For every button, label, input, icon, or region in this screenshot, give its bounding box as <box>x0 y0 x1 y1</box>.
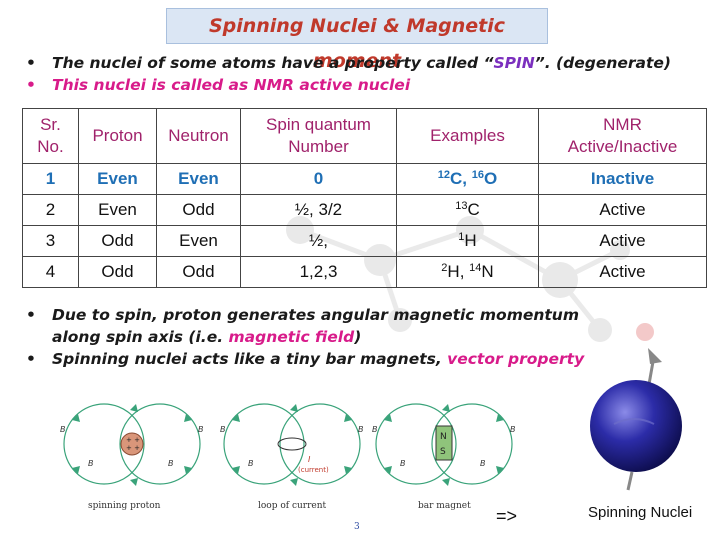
slide-title: Spinning Nuclei & Magnetic moment <box>208 15 506 72</box>
table-row: 2 Even Odd ½, 3/2 13C Active <box>22 194 707 226</box>
field-label: B <box>220 425 226 434</box>
bullet-text: Due to spin, proton generates angular ma… <box>52 306 579 324</box>
svg-text:+ +: + + <box>126 444 140 452</box>
cell-nmr: Active <box>538 194 707 226</box>
spinning-nucleus-sphere <box>590 348 682 491</box>
cell-examples: 2H, 14N <box>396 256 539 288</box>
header-examples: Examples <box>396 108 539 164</box>
spinning-proton-diagram: + + + + B B B B <box>60 403 204 486</box>
cell-spin: 0 <box>240 163 397 195</box>
field-label: B <box>248 459 254 468</box>
cell-neutron: Even <box>156 163 241 195</box>
cell-sr: 2 <box>22 194 79 226</box>
cell-sr: 4 <box>22 256 79 288</box>
spinning-nuclei-caption: Spinning Nuclei <box>588 504 693 521</box>
current-label: I <box>308 455 311 464</box>
bar-magnet-diagram: N S B B B B <box>372 403 516 486</box>
cell-neutron: Even <box>156 225 241 257</box>
bullet-dot: • <box>26 54 36 72</box>
field-label: B <box>480 459 486 468</box>
bullet-bar-magnets: • Spinning nuclei acts like a tiny bar ma… <box>26 348 626 370</box>
cell-examples: 1H <box>396 225 539 257</box>
field-label: B <box>358 425 364 434</box>
table-row: 4 Odd Odd 1,2,3 2H, 14N Active <box>22 256 707 288</box>
table-row: 3 Odd Even ½, 1H Active <box>22 225 707 257</box>
cell-examples: 12C, 16O <box>396 163 539 195</box>
cell-neutron: Odd <box>156 194 241 226</box>
loop-of-current-diagram: B B B I (current) <box>220 403 364 486</box>
magnet-s-label: S <box>440 447 446 457</box>
bullet-text-end: ) <box>354 328 362 346</box>
cell-spin: 1,2,3 <box>240 256 397 288</box>
svg-text:+ +: + + <box>126 436 140 444</box>
cell-spin: ½, 3/2 <box>240 194 397 226</box>
spin-bullets: • Due to spin, proton generates angular m… <box>26 304 626 370</box>
bullet-text: This nuclei is called as NMR active nucl… <box>52 76 411 94</box>
intro-bullets: • The nuclei of some atoms have a propert… <box>26 52 706 96</box>
implies-arrow: => <box>496 506 518 526</box>
field-label: B <box>60 425 66 434</box>
bullet-nmr-active: • This nuclei is called as NMR active nuc… <box>26 74 706 96</box>
bullet-text: The nuclei of some atoms have a property… <box>52 54 494 72</box>
caption-bar-magnet: bar magnet <box>418 501 471 511</box>
title-box: Spinning Nuclei & Magnetic moment <box>166 8 548 72</box>
magnet-n-label: N <box>440 432 447 442</box>
cell-proton: Even <box>78 163 157 195</box>
bullet-dot: • <box>26 350 36 368</box>
field-label: B <box>88 459 94 468</box>
cell-neutron: Odd <box>156 256 241 288</box>
cell-nmr: Active <box>538 256 707 288</box>
caption-loop-of-current: loop of current <box>258 501 327 511</box>
cell-proton: Odd <box>78 225 157 257</box>
caption-spinning-proton: spinning proton <box>88 501 161 511</box>
magnetic-field-highlight: magnetic field <box>228 328 355 346</box>
bullet-dot: • <box>26 76 36 94</box>
field-label: B <box>510 425 516 434</box>
bullet-text: along spin axis (i.e. <box>52 328 229 346</box>
bullet-angular-momentum: • Due to spin, proton generates angular m… <box>26 304 626 326</box>
header-proton: Proton <box>78 108 157 164</box>
cell-proton: Odd <box>78 256 157 288</box>
cell-nmr: Active <box>538 225 707 257</box>
vector-property-highlight: vector property <box>447 350 585 368</box>
field-label: B <box>372 425 378 434</box>
table-row: 1 Even Even 0 12C, 16O Inactive <box>22 163 707 195</box>
header-neutron: Neutron <box>156 108 241 164</box>
cell-sr: 1 <box>22 163 79 195</box>
field-label: B <box>400 459 406 468</box>
bullet-spin: • The nuclei of some atoms have a propert… <box>26 52 706 74</box>
cell-spin: ½, <box>240 225 397 257</box>
bullet-dot: • <box>26 306 36 324</box>
field-label: B <box>168 459 174 468</box>
field-label: B <box>198 425 204 434</box>
bullet-text: Spinning nuclei acts like a tiny bar mag… <box>52 350 448 368</box>
cell-proton: Even <box>78 194 157 226</box>
current-note: (current) <box>298 466 329 474</box>
bullet-text-end: ”. (degenerate) <box>534 54 671 72</box>
header-sr-no: Sr.No. <box>22 108 79 164</box>
cell-sr: 3 <box>22 225 79 257</box>
cell-nmr: Inactive <box>538 163 707 195</box>
page-number: 3 <box>354 522 360 532</box>
spin-highlight: SPIN <box>493 54 535 72</box>
cell-examples: 13C <box>396 194 539 226</box>
bullet-angular-momentum-cont: along spin axis (i.e. magnetic field) <box>26 326 626 348</box>
